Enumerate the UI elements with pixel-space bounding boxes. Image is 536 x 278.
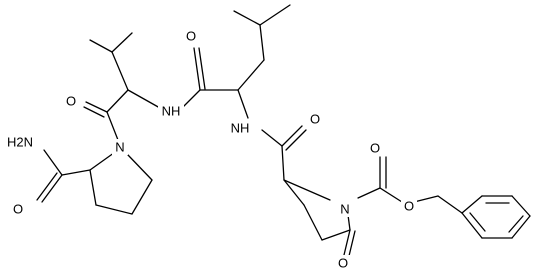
bond xyxy=(106,111,119,141)
bond xyxy=(461,195,483,214)
svg-text:O: O xyxy=(186,29,196,44)
bond xyxy=(193,47,201,91)
bond xyxy=(259,24,265,61)
bond xyxy=(461,212,483,239)
bond xyxy=(321,229,351,241)
svg-text:O: O xyxy=(370,141,380,156)
atom-label-oxygen: O xyxy=(183,28,199,44)
svg-text:O: O xyxy=(13,202,23,217)
svg-text:O: O xyxy=(310,112,320,127)
bond xyxy=(379,187,403,203)
bond xyxy=(111,51,129,91)
bond xyxy=(43,149,63,176)
atom-label-nitrogen: N xyxy=(112,139,128,155)
bond xyxy=(181,89,201,109)
bond xyxy=(106,89,129,113)
svg-text:O: O xyxy=(338,256,348,271)
atom-label-nh: NH xyxy=(158,103,184,119)
atom-label-oxygen: O xyxy=(401,198,417,214)
svg-text:NH: NH xyxy=(231,121,250,136)
bond xyxy=(281,125,303,147)
atom-label-oxygen: O xyxy=(10,201,26,217)
bond xyxy=(61,169,91,176)
bond xyxy=(111,32,133,53)
svg-text:NH: NH xyxy=(162,104,181,119)
svg-text:N: N xyxy=(115,140,124,155)
svg-text:O: O xyxy=(404,199,414,214)
svg-text:O: O xyxy=(66,94,76,109)
bond xyxy=(85,101,108,113)
bond xyxy=(357,187,381,199)
bond xyxy=(343,229,351,256)
atom-label-nh: NH xyxy=(227,120,253,136)
atom-label-oxygen: O xyxy=(63,93,79,109)
bond xyxy=(285,129,307,151)
bond xyxy=(237,59,265,91)
bond xyxy=(281,145,285,181)
bond xyxy=(347,214,351,231)
bond xyxy=(127,89,161,109)
bond xyxy=(237,89,249,119)
bond xyxy=(303,204,323,241)
atom-label-amine: H2N xyxy=(1,134,37,150)
bond xyxy=(283,179,305,206)
bond xyxy=(233,10,261,26)
atom-label-nitrogen: N xyxy=(337,201,353,217)
atom-label-oxygen: O xyxy=(367,140,383,156)
atom-label-oxygen: O xyxy=(335,255,351,271)
bond xyxy=(41,174,63,203)
bond xyxy=(511,215,531,239)
bond xyxy=(89,39,113,53)
bond xyxy=(348,230,356,257)
bond xyxy=(283,179,331,201)
bond xyxy=(413,195,439,203)
bond xyxy=(261,129,283,147)
svg-text:N: N xyxy=(340,202,349,217)
bond xyxy=(83,106,105,118)
bond xyxy=(89,169,97,206)
bond xyxy=(508,215,524,233)
atom-label-group: O H2N N O NH O NH O xyxy=(1,28,417,271)
bond xyxy=(36,172,58,201)
bond xyxy=(511,195,531,217)
bond xyxy=(259,4,291,26)
bond xyxy=(131,179,153,215)
bond-group xyxy=(36,4,531,257)
bond xyxy=(198,47,206,90)
svg-text:H2N: H2N xyxy=(7,135,33,150)
bond xyxy=(127,154,153,181)
bond xyxy=(469,212,486,232)
bond xyxy=(95,204,133,215)
bond xyxy=(437,195,463,214)
atom-label-oxygen: O xyxy=(307,111,323,127)
